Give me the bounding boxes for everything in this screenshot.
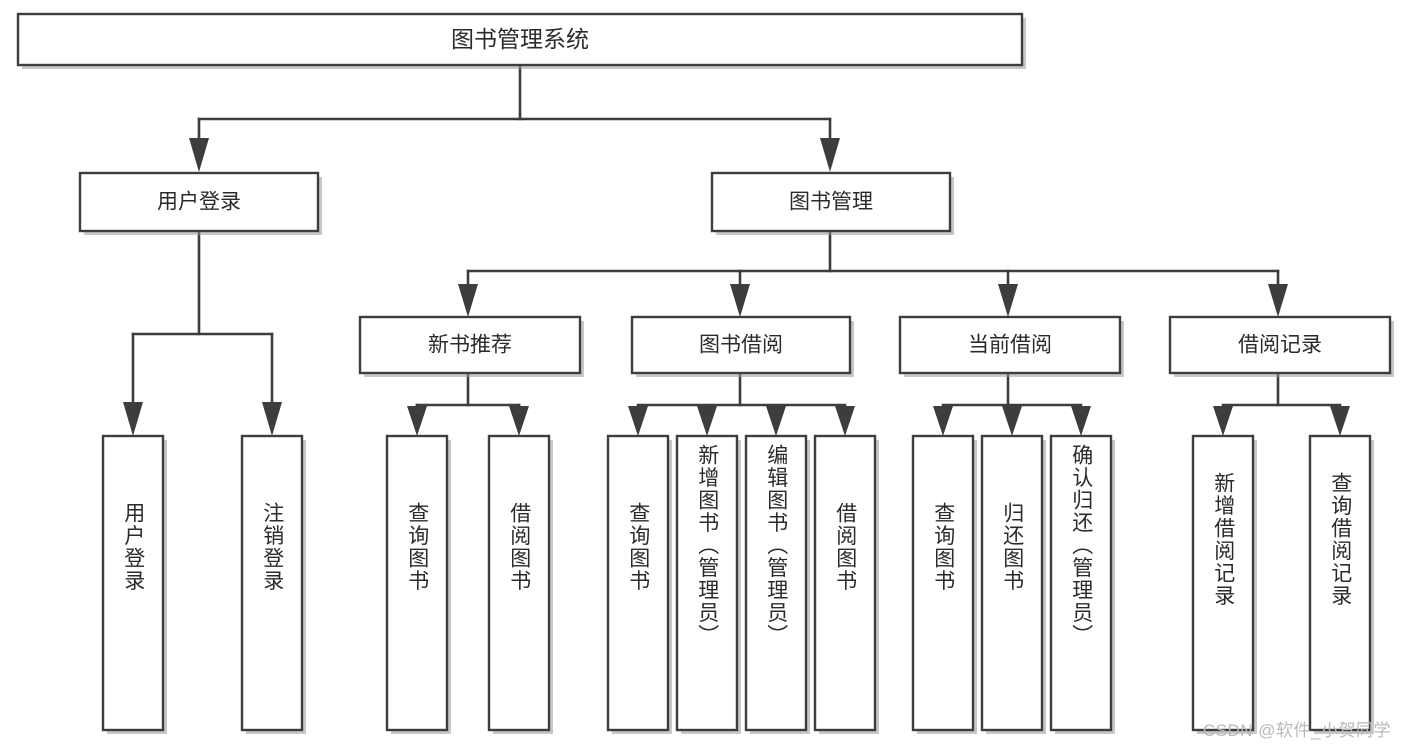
leaf-box-9[interactable] xyxy=(980,434,1044,732)
leaf-box-4[interactable] xyxy=(606,434,670,732)
arrow-g4-leaf-1 xyxy=(1213,406,1233,436)
leaf-box-8[interactable] xyxy=(911,434,975,732)
node-new-book-recommend-label: 新书推荐 xyxy=(428,334,512,357)
arrow-g1-leaf-1 xyxy=(407,406,427,436)
node-root[interactable] xyxy=(16,12,1024,67)
node-root-label: 图书管理系统 xyxy=(451,26,589,52)
leaf-box-11[interactable] xyxy=(1191,434,1255,732)
node-borrow-record-label: 借阅记录 xyxy=(1238,334,1322,357)
arrow-borrow-record xyxy=(1268,284,1288,317)
leaf-box-3[interactable] xyxy=(487,434,551,732)
arrow-g3-leaf-1 xyxy=(933,406,953,436)
arrow-g4-leaf-2 xyxy=(1330,406,1350,436)
node-borrow-record[interactable] xyxy=(1168,315,1392,375)
nodes-layer xyxy=(16,12,1392,732)
arrow-g2-leaf-3 xyxy=(766,406,786,436)
arrow-g3-leaf-3 xyxy=(1071,406,1091,436)
arrow-leaf-logout xyxy=(262,402,282,436)
arrow-g2-leaf-2 xyxy=(697,406,717,436)
arrow-book-borrow xyxy=(730,284,750,317)
leaf-box-6[interactable] xyxy=(744,434,808,732)
node-book-management[interactable] xyxy=(710,171,952,233)
leaf-box-2[interactable] xyxy=(385,434,449,732)
node-user-login[interactable] xyxy=(78,171,320,233)
arrow-current-borrow xyxy=(998,284,1018,317)
node-user-login-label: 用户登录 xyxy=(157,191,241,214)
node-book-borrow[interactable] xyxy=(630,315,852,375)
node-current-borrow[interactable] xyxy=(898,315,1122,375)
arrow-g3-leaf-2 xyxy=(1002,406,1022,436)
watermark-text: CSDN @软件_小贺同学 xyxy=(1202,721,1391,740)
arrow-user-login xyxy=(189,138,209,172)
arrow-g1-leaf-2 xyxy=(509,406,529,436)
leaf-box-1[interactable] xyxy=(240,434,304,732)
node-book-borrow-label: 图书借阅 xyxy=(699,334,783,357)
leaf-box-5[interactable] xyxy=(675,434,739,732)
labels-layer: 图书管理系统 用户登录 图书管理 新书推荐 图书借阅 当前借阅 借阅记录 xyxy=(157,26,1322,356)
arrow-new-book-rec xyxy=(458,284,478,317)
arrow-g2-leaf-4 xyxy=(835,406,855,436)
node-book-management-label: 图书管理 xyxy=(789,191,873,214)
leaf-box-12[interactable] xyxy=(1308,434,1372,732)
leaf-box-0[interactable] xyxy=(101,434,165,732)
arrow-g2-leaf-1 xyxy=(628,406,648,436)
arrow-book-mgmt xyxy=(820,138,840,172)
node-current-borrow-label: 当前借阅 xyxy=(968,334,1052,357)
leaf-box-10[interactable] xyxy=(1049,434,1113,732)
edges-layer xyxy=(123,64,1350,436)
leaf-box-7[interactable] xyxy=(813,434,877,732)
arrow-leaf-user-login xyxy=(123,402,143,436)
node-new-book-recommend[interactable] xyxy=(358,315,582,375)
